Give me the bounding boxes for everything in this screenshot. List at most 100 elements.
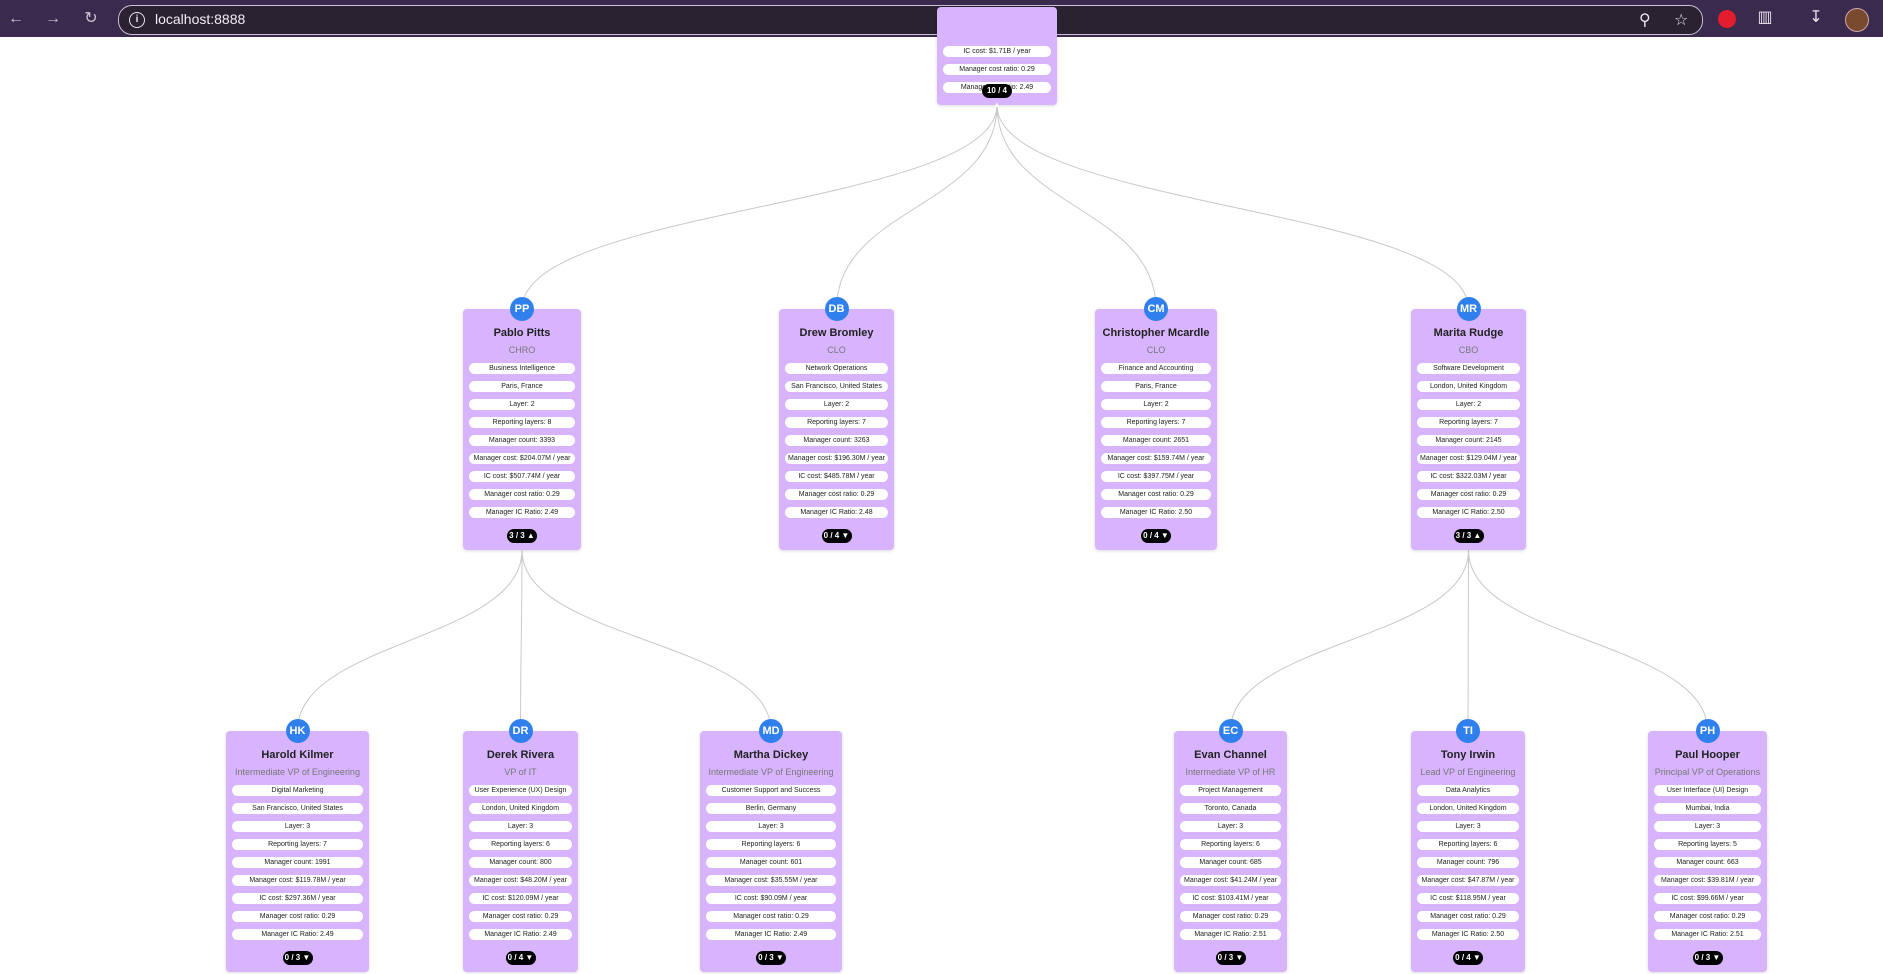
attribute-pill: Manager count: 1991 bbox=[232, 857, 363, 868]
employee-title: Intermediate VP of HR bbox=[1185, 767, 1276, 777]
attribute-pill: IC cost: $99.66M / year bbox=[1654, 893, 1761, 904]
attribute-pill: Manager cost ratio: 0.29 bbox=[1180, 911, 1281, 922]
expand-toggle-button[interactable]: 3 / 3 ▲ bbox=[1453, 529, 1484, 543]
attribute-pill: Manager IC Ratio: 2.49 bbox=[469, 929, 572, 940]
address-bar[interactable]: i localhost:8888 ⚲ ☆ bbox=[118, 5, 1703, 35]
star-icon[interactable]: ☆ bbox=[1674, 12, 1689, 29]
org-edge bbox=[520, 549, 523, 732]
url-text[interactable]: localhost:8888 bbox=[155, 11, 246, 27]
employee-title: Intermediate VP of Engineering bbox=[708, 767, 834, 777]
profile-avatar[interactable] bbox=[1845, 8, 1869, 32]
employee-name: Paul Hooper bbox=[1675, 749, 1740, 761]
expand-toggle-button[interactable]: 10 / 4 ▲ bbox=[982, 84, 1012, 109]
attribute-pill: London, United Kingdom bbox=[1417, 381, 1520, 392]
employee-name: Martha Dickey bbox=[733, 749, 809, 761]
attribute-pill: Layer: 2 bbox=[785, 399, 888, 410]
back-icon[interactable]: ← bbox=[8, 10, 24, 27]
reload-icon[interactable]: ↻ bbox=[84, 10, 98, 27]
expand-toggle-button[interactable]: 0 / 3 ▼ bbox=[1215, 951, 1246, 965]
expand-toggle-button[interactable]: 0 / 4 ▼ bbox=[505, 951, 536, 965]
org-edge bbox=[521, 104, 998, 310]
avatar: PH bbox=[1695, 719, 1720, 743]
browser-toolbar: ← → ↻ i localhost:8888 ⚲ ☆ ▥ ↧ bbox=[0, 0, 1883, 37]
download-icon[interactable]: ↧ bbox=[1809, 9, 1823, 26]
expand-toggle-button[interactable]: 0 / 3 ▼ bbox=[756, 951, 786, 965]
attribute-pill: Manager IC Ratio: 2.51 bbox=[1180, 929, 1281, 940]
expand-toggle-button[interactable]: 0 / 3 ▼ bbox=[282, 951, 313, 965]
attribute-pill: IC cost: $90.09M / year bbox=[706, 893, 836, 904]
avatar: HK bbox=[285, 719, 310, 743]
zoom-icon[interactable]: ⚲ bbox=[1639, 12, 1651, 29]
expand-toggle-button[interactable]: 0 / 4 ▼ bbox=[1141, 529, 1171, 543]
attribute-pill: Manager cost: $39.81M / year bbox=[1654, 875, 1761, 886]
attribute-pill: Reporting layers: 6 bbox=[706, 839, 836, 850]
attribute-pill: Manager cost ratio: 0.29 bbox=[1417, 489, 1520, 500]
attribute-pill: Manager IC Ratio: 2.51 bbox=[1654, 929, 1761, 940]
attribute-pill: Manager cost ratio: 0.29 bbox=[1101, 489, 1211, 500]
attribute-pill: User Experience (UX) Design bbox=[469, 785, 572, 796]
attribute-pill: San Francisco, United States bbox=[232, 803, 363, 814]
employee-title: VP of IT bbox=[504, 767, 537, 777]
extension-icon[interactable] bbox=[1718, 10, 1736, 28]
attribute-pill: Layer: 3 bbox=[469, 821, 572, 832]
attribute-pill: Manager cost: $204.07M / year bbox=[469, 453, 575, 464]
attribute-pill: Manager cost ratio: 0.29 bbox=[785, 489, 888, 500]
org-edge bbox=[297, 549, 523, 732]
attribute-pill: Data Analytics bbox=[1417, 785, 1519, 796]
attribute-pill: Layer: 3 bbox=[1417, 821, 1519, 832]
attribute-pill: IC cost: $1.71B / year bbox=[943, 46, 1051, 57]
attribute-pill: Reporting layers: 7 bbox=[785, 417, 888, 428]
forward-icon[interactable]: → bbox=[45, 10, 61, 27]
attribute-pill: Network Operations bbox=[785, 363, 888, 374]
attribute-pill: Finance and Accounting bbox=[1101, 363, 1211, 374]
attribute-pill: San Francisco, United States bbox=[785, 381, 888, 392]
employee-name: Derek Rivera bbox=[486, 749, 555, 761]
attribute-pill: Reporting layers: 7 bbox=[1101, 417, 1211, 428]
avatar: MR bbox=[1456, 297, 1481, 321]
expand-toggle-button[interactable]: 0 / 3 ▼ bbox=[1692, 951, 1723, 965]
attribute-pill: Layer: 2 bbox=[469, 399, 575, 410]
expand-toggle-button[interactable]: 0 / 4 ▼ bbox=[821, 529, 852, 543]
attribute-pill: Manager cost ratio: 0.29 bbox=[1417, 911, 1519, 922]
attribute-pill: Layer: 2 bbox=[1417, 399, 1520, 410]
employee-name: Tony Irwin bbox=[1440, 749, 1496, 761]
extensions-icon[interactable]: ▥ bbox=[1757, 9, 1773, 26]
attribute-pill: Manager cost: $35.55M / year bbox=[706, 875, 836, 886]
attribute-pill: Manager cost: $129.04M / year bbox=[1417, 453, 1520, 464]
employee-title: CLO bbox=[827, 345, 846, 355]
avatar: DB bbox=[824, 297, 849, 321]
attribute-pill: Manager cost ratio: 0.29 bbox=[943, 64, 1051, 75]
attribute-pill: Software Development bbox=[1417, 363, 1520, 374]
attribute-pill: Reporting layers: 6 bbox=[1180, 839, 1281, 850]
attribute-pill: Reporting layers: 6 bbox=[1417, 839, 1519, 850]
employee-name: Pablo Pitts bbox=[493, 327, 551, 339]
org-edge bbox=[1468, 549, 1708, 732]
info-icon[interactable]: i bbox=[129, 12, 145, 28]
expand-toggle-button[interactable]: 3 / 3 ▲ bbox=[507, 529, 537, 543]
attribute-pill: Paris, France bbox=[469, 381, 575, 392]
employee-title: Lead VP of Engineering bbox=[1420, 767, 1516, 777]
attribute-pill: Manager count: 3263 bbox=[785, 435, 888, 446]
attribute-pill: Manager IC Ratio: 2.50 bbox=[1101, 507, 1211, 518]
attribute-pill: IC cost: $397.75M / year bbox=[1101, 471, 1211, 482]
expand-toggle-button[interactable]: 0 / 4 ▼ bbox=[1453, 951, 1483, 965]
